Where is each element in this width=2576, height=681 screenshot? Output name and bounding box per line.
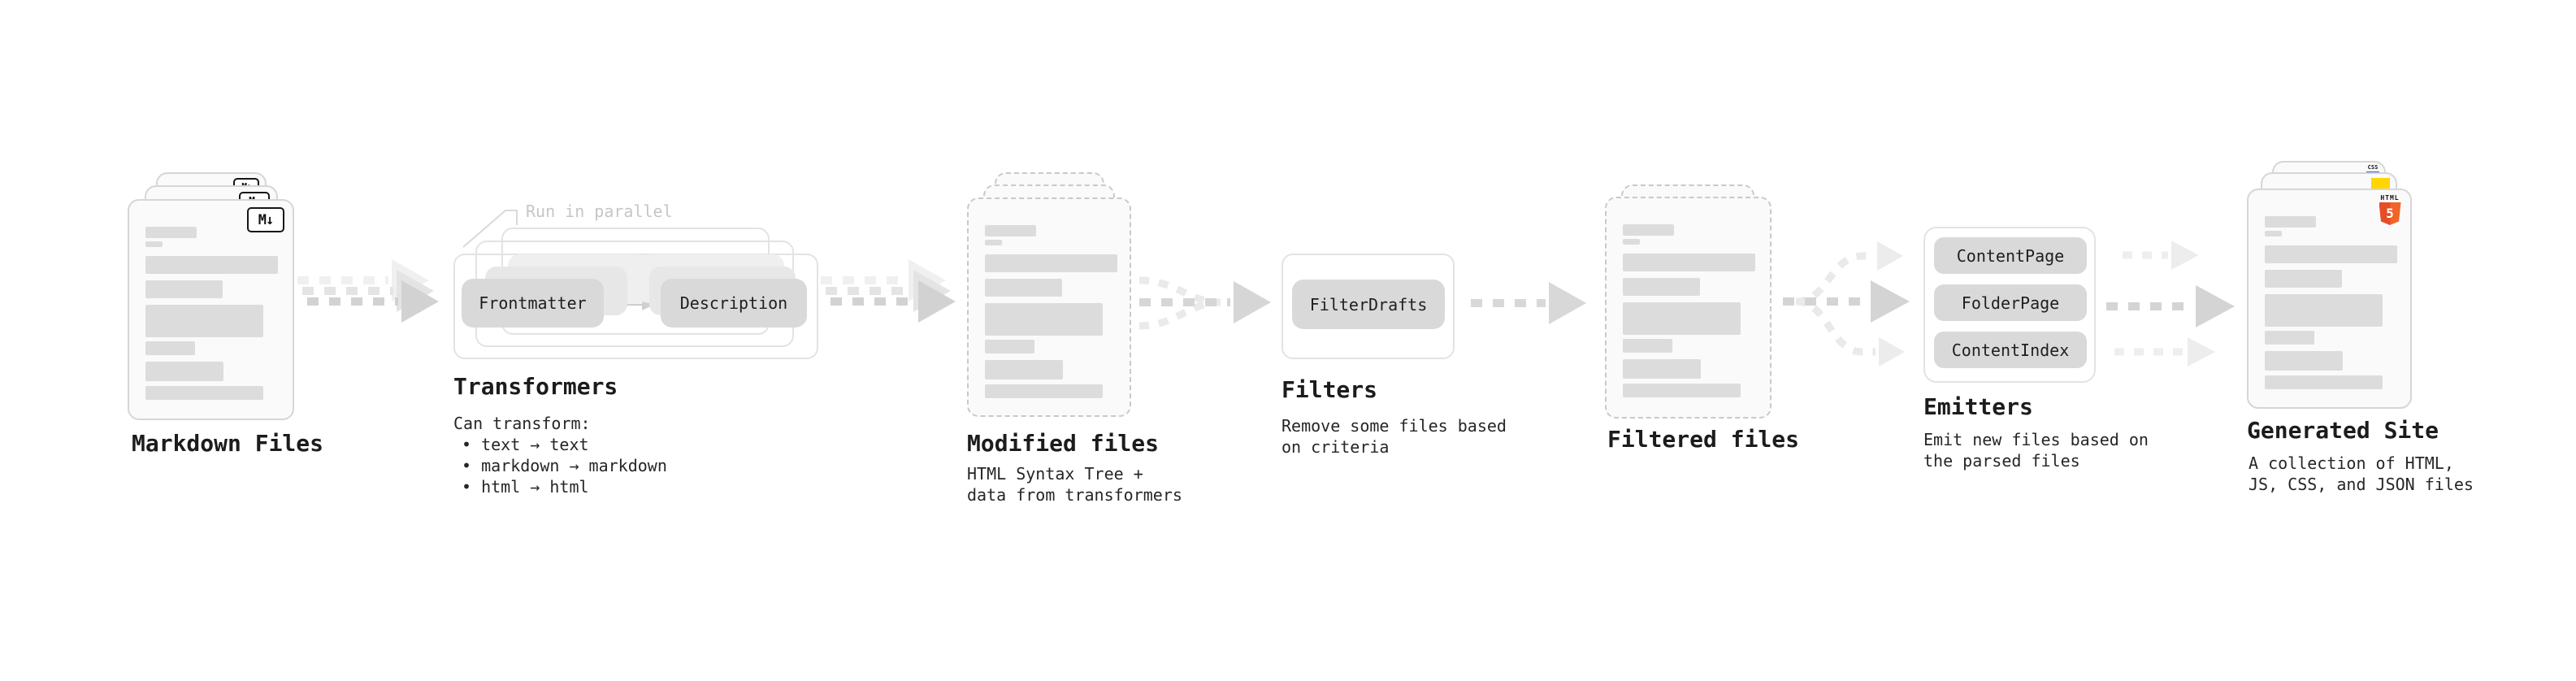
markdown-icon: M↓ [247, 207, 284, 232]
generated-site-subtitle: A collection of HTML, JS, CSS, and JSON … [2249, 453, 2474, 495]
placeholder-text-bar [145, 386, 263, 400]
arrow-filtered-to-emitters [1783, 241, 1910, 367]
section-title-emitters: Emitters [1923, 393, 2033, 420]
placeholder-text-bar [2265, 270, 2342, 288]
placeholder-text-bar [1623, 224, 1674, 236]
placeholder-text-bar [1623, 239, 1640, 245]
placeholder-text-bar [985, 279, 1062, 297]
subtitle-line: data from transformers [967, 485, 1182, 505]
arrow-filters-to-filtered [1471, 282, 1586, 324]
placeholder-text-bar [145, 280, 223, 298]
placeholder-text-bar [985, 384, 1103, 398]
html5-icon-shield: 5 [2379, 202, 2401, 225]
file-card-front [967, 197, 1131, 417]
emitters-subtitle: Emit new files based on the parsed files [1923, 429, 2149, 471]
subtitle-line: JS, CSS, and JSON files [2249, 475, 2474, 494]
placeholder-text-bar [145, 241, 163, 247]
js-icon [2371, 178, 2390, 189]
placeholder-text-bar [1623, 339, 1672, 353]
section-title-filtered-files: Filtered files [1607, 426, 1800, 453]
placeholder-text-bar [2265, 231, 2282, 236]
placeholder-text-bar [985, 303, 1103, 336]
arrow-markdown-to-transformers [297, 259, 439, 323]
node-folderpage: FolderPage [1934, 284, 2087, 321]
file-card-front [1605, 197, 1772, 419]
section-title-markdown-files: Markdown Files [132, 430, 324, 457]
placeholder-text-bar [2265, 294, 2383, 327]
section-title-filters: Filters [1281, 376, 1378, 403]
subtitle-line: Remove some files based [1281, 416, 1507, 436]
placeholder-text-bar [1623, 254, 1755, 271]
section-title-generated-site: Generated Site [2247, 417, 2439, 444]
placeholder-text-bar [985, 240, 1002, 245]
markdown-icon-label: M↓ [258, 211, 275, 228]
placeholder-text-bar [2265, 375, 2383, 389]
placeholder-text-bar [1623, 302, 1741, 335]
subtitle-line: • text → text [462, 435, 589, 454]
placeholder-text-bar [985, 360, 1063, 380]
html5-icon: HTML 5 [2377, 194, 2403, 225]
modified-files-subtitle: HTML Syntax Tree + data from transformer… [967, 463, 1182, 505]
placeholder-text-bar [2265, 351, 2343, 371]
html5-icon-number: 5 [2386, 206, 2394, 221]
placeholder-text-bar [2265, 245, 2397, 263]
subtitle-line: A collection of HTML, [2249, 453, 2454, 473]
subtitle-line: • markdown → markdown [462, 456, 667, 475]
arrow-emitters-to-generated [2106, 241, 2235, 367]
placeholder-text-bar [1623, 384, 1741, 397]
placeholder-text-bar [1623, 359, 1701, 379]
placeholder-text-bar [145, 362, 223, 381]
placeholder-text-bar [2265, 331, 2314, 345]
arrow-modified-to-filters [1138, 276, 1271, 330]
placeholder-text-bar [2265, 216, 2316, 228]
subtitle-line: Can transform: [453, 414, 591, 433]
placeholder-text-bar [145, 341, 195, 355]
placeholder-text-bar [985, 225, 1036, 236]
node-contentpage: ContentPage [1934, 237, 2087, 274]
placeholder-text-bar [985, 254, 1117, 272]
run-in-parallel-annotation: Run in parallel [526, 202, 673, 221]
subtitle-line: Emit new files based on [1923, 430, 2149, 449]
filters-subtitle: Remove some files based on criteria [1281, 415, 1507, 458]
placeholder-text-bar [145, 305, 263, 337]
transformers-subtitle: Can transform: • text → text • markdown … [453, 413, 667, 497]
file-card-front: M↓ [128, 199, 294, 420]
file-card-front: HTML 5 [2247, 189, 2412, 409]
subtitle-line: the parsed files [1923, 451, 2080, 471]
subtitle-line: • html → html [462, 477, 589, 497]
placeholder-text-bar [1623, 278, 1700, 296]
node-contentindex: ContentIndex [1934, 332, 2087, 368]
node-frontmatter: Frontmatter [462, 279, 604, 327]
subtitle-line: on criteria [1281, 437, 1390, 457]
css-icon-label: CSS [2367, 164, 2379, 171]
placeholder-text-bar [985, 340, 1034, 354]
placeholder-text-bar [145, 227, 197, 238]
section-title-transformers: Transformers [453, 373, 618, 400]
arrow-transformers-to-modified [821, 259, 956, 323]
section-title-modified-files: Modified files [967, 430, 1160, 457]
node-filterdrafts: FilterDrafts [1292, 280, 1445, 329]
html5-icon-label: HTML [2380, 194, 2400, 202]
node-description: Description [661, 279, 807, 327]
subtitle-line: HTML Syntax Tree + [967, 464, 1143, 484]
placeholder-text-bar [145, 256, 278, 274]
